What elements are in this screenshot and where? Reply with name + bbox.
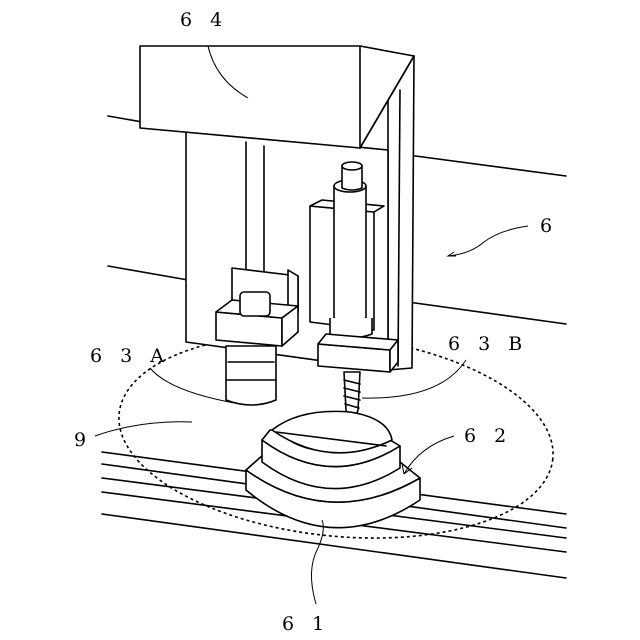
label-61: 6 1	[282, 613, 330, 635]
label-63a: 6 3 A	[90, 345, 170, 367]
label-62: 6 2	[464, 425, 512, 447]
label-6: 6	[540, 215, 558, 237]
workpiece-fixture	[246, 411, 420, 527]
label-64: 6 4	[180, 9, 228, 31]
label-9: 9	[74, 429, 92, 451]
label-63b: 6 3 B	[448, 333, 528, 355]
